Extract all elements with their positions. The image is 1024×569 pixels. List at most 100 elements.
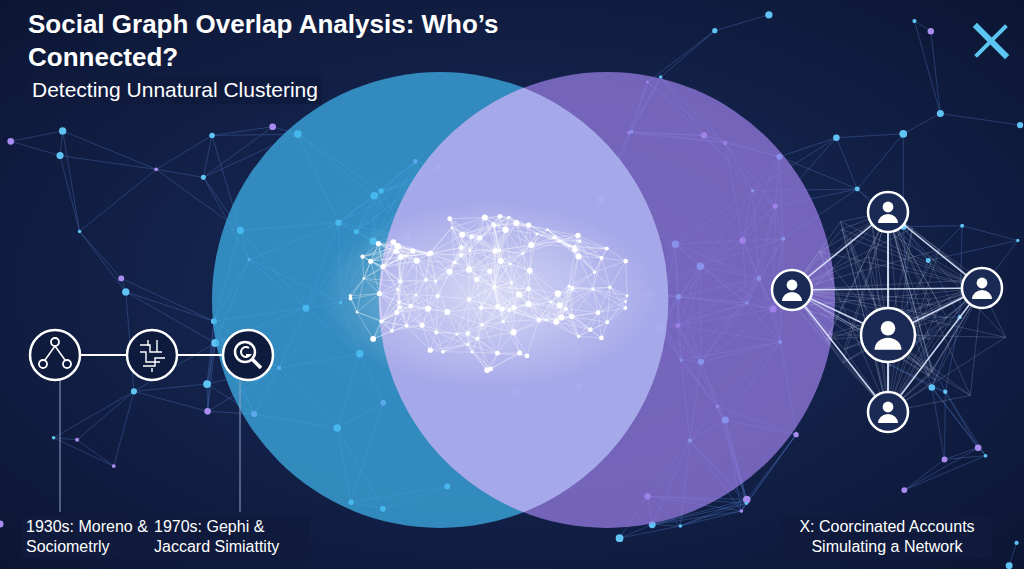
- cluster-line: [443, 351, 472, 352]
- cluster-dot: [511, 329, 517, 335]
- cluster-dot: [575, 253, 581, 259]
- cluster-dot: [368, 259, 373, 264]
- network-dot: [937, 110, 944, 117]
- network-dot: [912, 19, 916, 23]
- cluster-line: [485, 218, 496, 251]
- network-line: [928, 240, 1018, 260]
- network-dot: [765, 11, 772, 18]
- cluster-dot: [492, 286, 495, 289]
- cluster-line: [452, 228, 455, 263]
- cluster-dot: [526, 286, 531, 291]
- x-logo: [977, 27, 1005, 55]
- cluster-line: [447, 312, 482, 325]
- cluster-dot: [495, 351, 500, 356]
- cluster-line: [379, 268, 383, 294]
- cluster-line: [477, 339, 497, 354]
- cluster-line: [379, 267, 383, 294]
- cluster-dot: [623, 259, 628, 264]
- cluster-line: [357, 312, 382, 321]
- cluster-line: [383, 268, 397, 290]
- network-dot: [201, 175, 206, 180]
- cluster-dot: [514, 220, 520, 226]
- cluster-line: [572, 256, 578, 288]
- cluster-line: [383, 267, 400, 282]
- cluster-line: [383, 251, 412, 268]
- cluster-line: [503, 322, 519, 353]
- network-line: [932, 387, 945, 459]
- cluster-line: [472, 352, 491, 369]
- network-dot: [833, 134, 840, 141]
- cluster-line: [381, 321, 392, 330]
- network-dot: [1014, 541, 1018, 545]
- cluster-line: [610, 261, 626, 287]
- cluster-line: [399, 302, 428, 308]
- cluster-line: [472, 237, 501, 261]
- cluster-line: [572, 288, 598, 312]
- cluster-line: [537, 234, 555, 237]
- network-dot: [740, 509, 744, 513]
- cluster-dot: [395, 243, 401, 249]
- cluster-line: [371, 247, 399, 261]
- network-line: [715, 15, 769, 31]
- magnifier-icon: [223, 330, 273, 380]
- cluster-dot: [363, 277, 365, 279]
- cluster-line: [626, 261, 627, 296]
- cluster-line: [429, 254, 450, 272]
- cluster-dot: [557, 302, 563, 308]
- network-line: [962, 226, 1018, 241]
- cluster-line: [350, 293, 379, 298]
- cluster-glow: [320, 200, 660, 390]
- cluster-line: [490, 251, 496, 272]
- network-line: [903, 227, 908, 318]
- network-line: [652, 525, 680, 526]
- cluster-line: [509, 289, 528, 310]
- network-line: [80, 169, 157, 231]
- cluster-dot: [510, 281, 513, 284]
- cluster-line: [519, 294, 546, 320]
- cluster-line: [598, 308, 625, 313]
- cluster-line: [436, 262, 455, 281]
- cluster-line: [447, 299, 469, 311]
- cluster-line: [429, 254, 461, 255]
- cluster-line: [469, 238, 480, 270]
- cluster-dot: [451, 226, 454, 229]
- cluster-dot: [398, 279, 402, 283]
- cluster-dot: [525, 354, 530, 359]
- network-line: [80, 231, 126, 291]
- cluster-dot: [570, 286, 575, 291]
- cluster-line: [455, 238, 480, 263]
- account-icon: [868, 392, 908, 432]
- cluster-dot: [517, 350, 522, 355]
- cluster-line: [364, 267, 383, 279]
- cluster-line: [429, 228, 452, 254]
- cluster-line: [579, 313, 598, 337]
- cluster-line: [485, 218, 506, 230]
- network-dot: [616, 534, 624, 542]
- cluster-dot: [502, 320, 505, 323]
- cluster-line: [450, 272, 477, 280]
- cluster-line: [364, 261, 371, 278]
- cluster-line: [392, 326, 407, 331]
- network-dot: [78, 230, 82, 234]
- network-line: [60, 156, 156, 170]
- cluster-dot: [550, 300, 553, 303]
- cluster-dot: [456, 333, 459, 336]
- cluster-line: [426, 254, 429, 280]
- network-dot: [52, 436, 56, 440]
- cluster-line: [393, 242, 416, 261]
- cluster-line: [392, 307, 400, 330]
- cluster-line: [607, 308, 625, 322]
- network-dot: [1017, 122, 1023, 128]
- cluster-dot: [553, 235, 557, 239]
- cluster-line: [502, 309, 513, 332]
- cluster-line: [514, 332, 527, 356]
- cluster-line: [401, 257, 426, 280]
- cluster-line: [428, 281, 436, 309]
- account-link: [792, 290, 970, 395]
- network-dot: [75, 438, 79, 442]
- account-icon: [861, 308, 915, 362]
- cluster-dot: [592, 288, 595, 291]
- leader-line: [240, 381, 241, 512]
- network-dot: [204, 408, 211, 415]
- cluster-line: [452, 228, 461, 255]
